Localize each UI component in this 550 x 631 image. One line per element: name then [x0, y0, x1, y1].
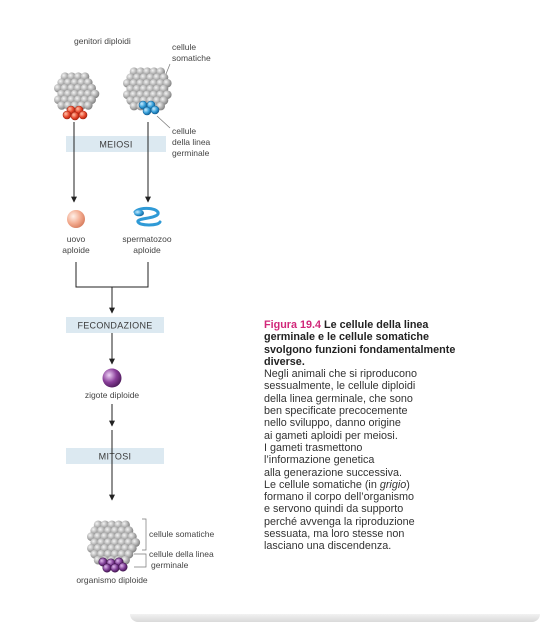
- organism-germline-label-line1: cellule della linea: [149, 549, 214, 559]
- caption-body-part1: Negli animali che si riproducono sessual…: [264, 368, 418, 491]
- sperm-label-line1: spermatozoo: [122, 234, 171, 244]
- germline-cell: [142, 106, 152, 116]
- sperm-label-line2: aploide: [133, 245, 161, 255]
- organism-germline-label-line2: germinale: [151, 560, 189, 570]
- parents-label: genitori diploidi: [74, 36, 131, 46]
- figure-diagram: genitori diploidi cellule somatiche cell…: [54, 36, 214, 585]
- sperm-cell: [133, 206, 162, 227]
- caption-body-part2: ) formano il corpo dell’organismo e serv…: [264, 478, 415, 553]
- caption-body-italic: grigio: [379, 478, 407, 491]
- germline-cell: [102, 563, 112, 573]
- organism-cell-cluster: [87, 520, 141, 573]
- egg-cell: [67, 210, 85, 228]
- germline-cell: [78, 110, 88, 120]
- figure-caption: Figura 19.4 Le cellule della linea germi…: [264, 319, 459, 553]
- organism-germline-bracket: [134, 553, 147, 568]
- germline-cell: [62, 110, 72, 120]
- germline-leader-line: [156, 115, 171, 129]
- meiosis-label: MEIOSI: [99, 140, 132, 150]
- caption-body: Negli animali che si riproducono sessual…: [264, 368, 459, 552]
- germline-cell: [150, 105, 160, 115]
- somatic-leader-line: [165, 63, 171, 75]
- germline-cells-label-line2: della linea: [172, 137, 211, 147]
- organism-somatic-bracket: [142, 518, 147, 551]
- caption-heading: Figura 19.4 Le cellule della linea germi…: [264, 319, 459, 368]
- zygote-cell: [102, 368, 122, 388]
- mitosis-label: MITOSI: [99, 452, 132, 462]
- organism-label: organismo diploide: [76, 575, 148, 585]
- somatic-cell: [84, 101, 93, 110]
- parent-left-cell-cluster: [54, 72, 100, 121]
- egg-label-line2: aploide: [62, 245, 90, 255]
- parent-right-cell-cluster: [123, 67, 172, 116]
- fertilization-box: [66, 317, 164, 333]
- somatic-cell: [129, 101, 139, 111]
- meiosis-box: [66, 136, 166, 152]
- caption-title: Le cellule della linea germinale e le ce…: [264, 319, 456, 368]
- organism-somatic-label: cellule somatiche: [149, 529, 214, 539]
- somatic-cell: [57, 101, 66, 110]
- germline-cells-label-line1: cellule: [172, 126, 196, 136]
- somatic-cells-label-line2: somatiche: [172, 53, 211, 63]
- germline-cell: [118, 562, 128, 572]
- somatic-cells-label-line1: cellule: [172, 42, 196, 52]
- zygote-label: zigote diploide: [85, 390, 140, 400]
- caption-figure-number: Figura 19.4: [264, 319, 322, 331]
- fertilization-join-line: [75, 262, 149, 313]
- fertilization-label: FECONDAZIONE: [77, 321, 152, 331]
- germline-cell: [70, 111, 80, 121]
- page-footer-shadow: [130, 614, 540, 622]
- germline-cells-label-line3: germinale: [172, 148, 210, 158]
- egg-label-line1: uovo: [67, 234, 86, 244]
- mitosis-box: [66, 448, 164, 464]
- germline-cell: [110, 563, 120, 573]
